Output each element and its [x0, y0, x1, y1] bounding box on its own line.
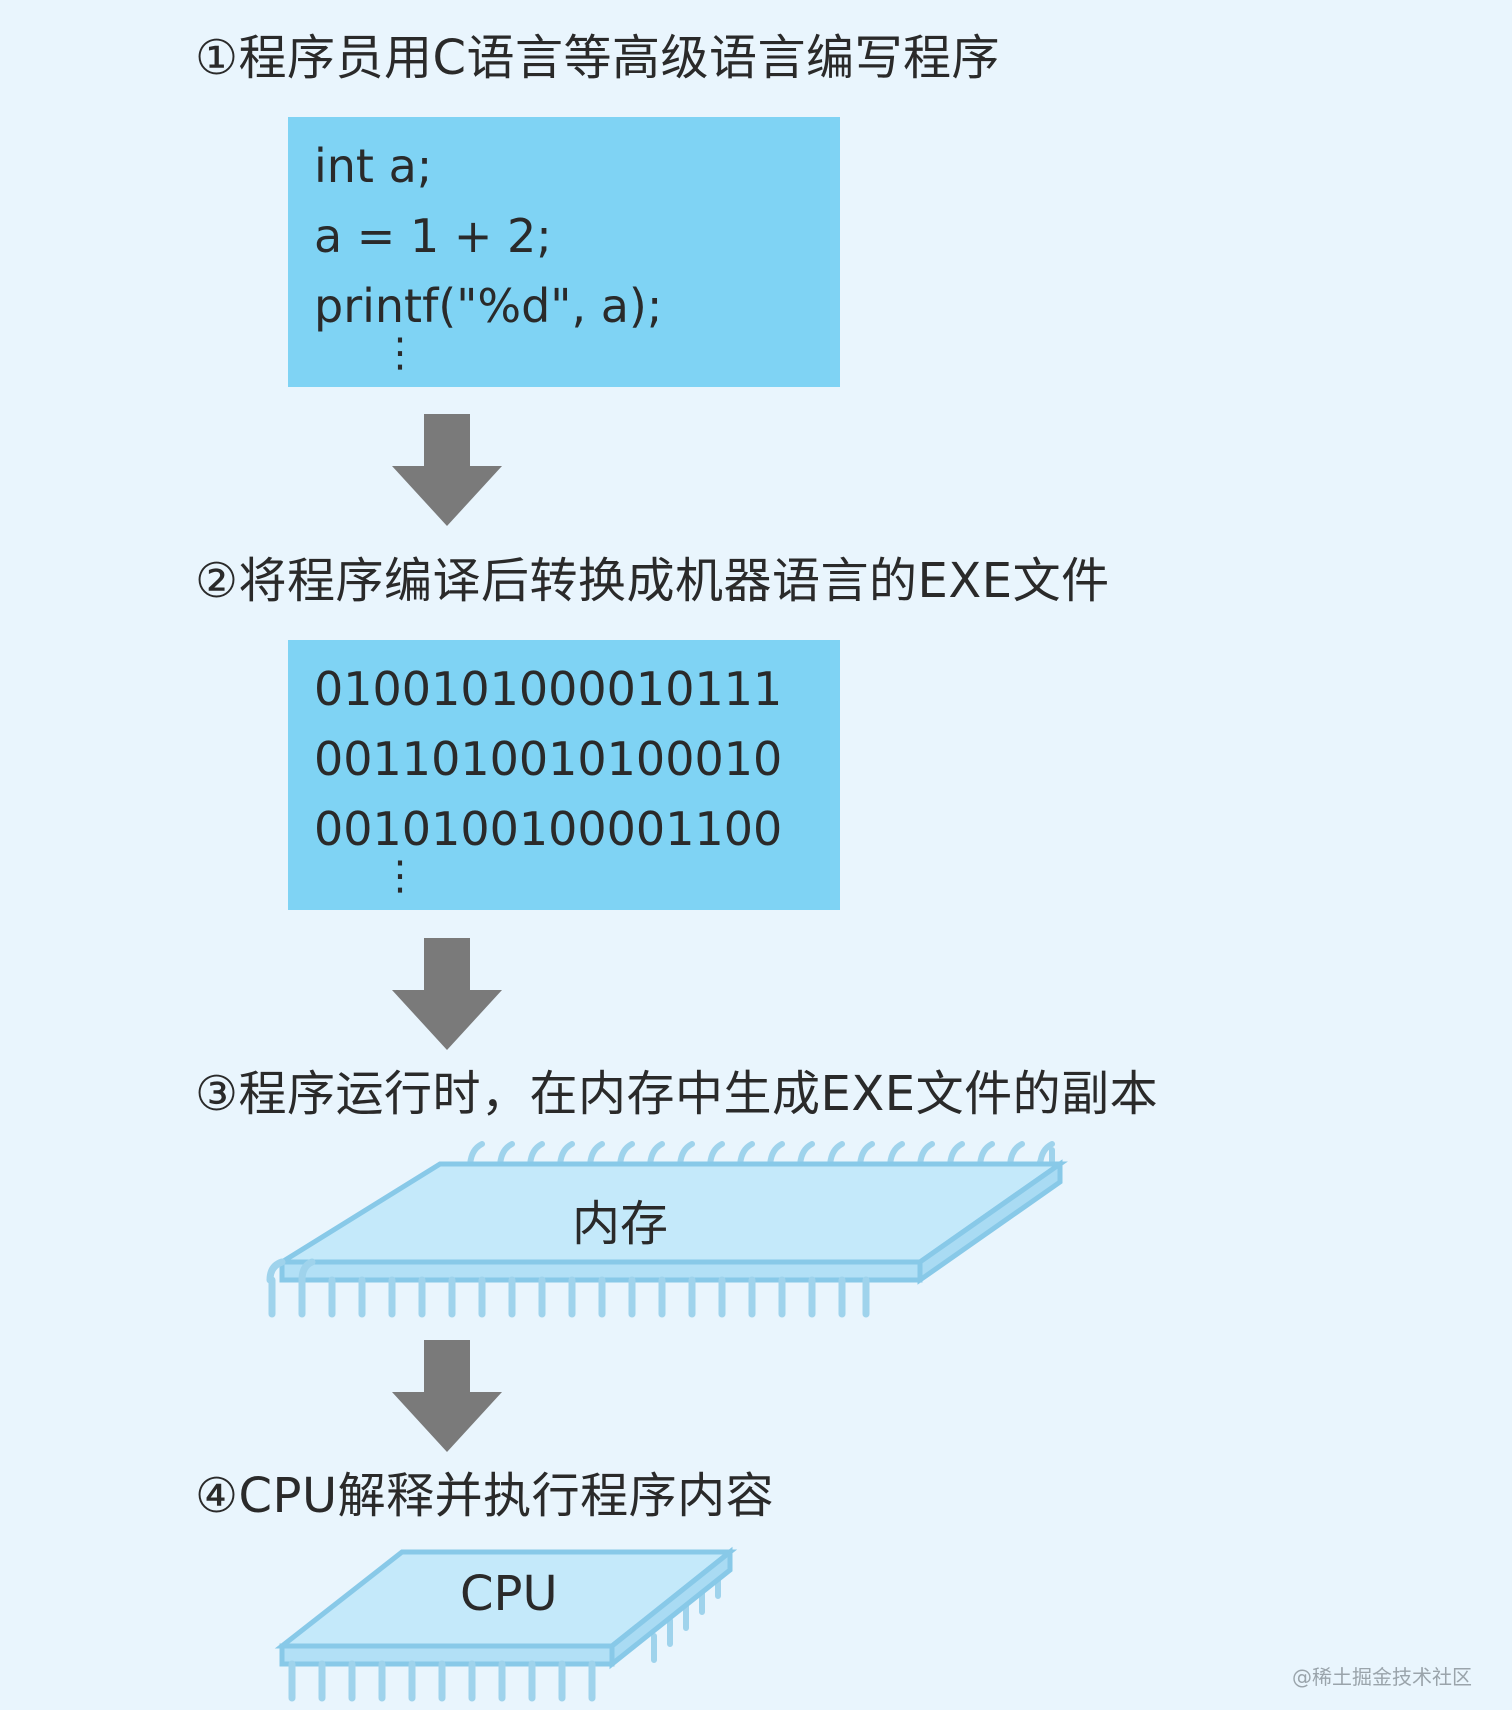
- cpu-label: CPU: [460, 1566, 558, 1622]
- source-code-box: int a; a = 1 + 2; printf("%d", a); ⋮: [288, 117, 840, 387]
- step-1-title: ①程序员用C语言等高级语言编写程序: [195, 30, 1001, 86]
- memory-label: 内存: [572, 1196, 669, 1252]
- step-3-title: ③程序运行时，在内存中生成EXE文件的副本: [195, 1066, 1159, 1122]
- code-line: int a;: [314, 139, 433, 193]
- machine-code-box: 0100101000010111 0011010010100010 001010…: [288, 640, 840, 910]
- step-4-title: ④CPU解释并执行程序内容: [195, 1468, 775, 1524]
- code-line: 0011010010100010: [314, 732, 783, 786]
- code-ellipsis: ⋮: [380, 330, 420, 376]
- down-arrow-icon: [392, 414, 502, 526]
- watermark: @稀土掘金技术社区: [1292, 1665, 1472, 1689]
- down-arrow-icon: [392, 938, 502, 1050]
- code-line: printf("%d", a);: [314, 279, 663, 333]
- code-line: 0010100100001100: [314, 802, 783, 856]
- step-2-title: ②将程序编译后转换成机器语言的EXE文件: [195, 553, 1110, 609]
- down-arrow-icon: [392, 1340, 502, 1452]
- code-ellipsis: ⋮: [380, 853, 420, 899]
- code-line: a = 1 + 2;: [314, 209, 552, 263]
- code-line: 0100101000010111: [314, 662, 783, 716]
